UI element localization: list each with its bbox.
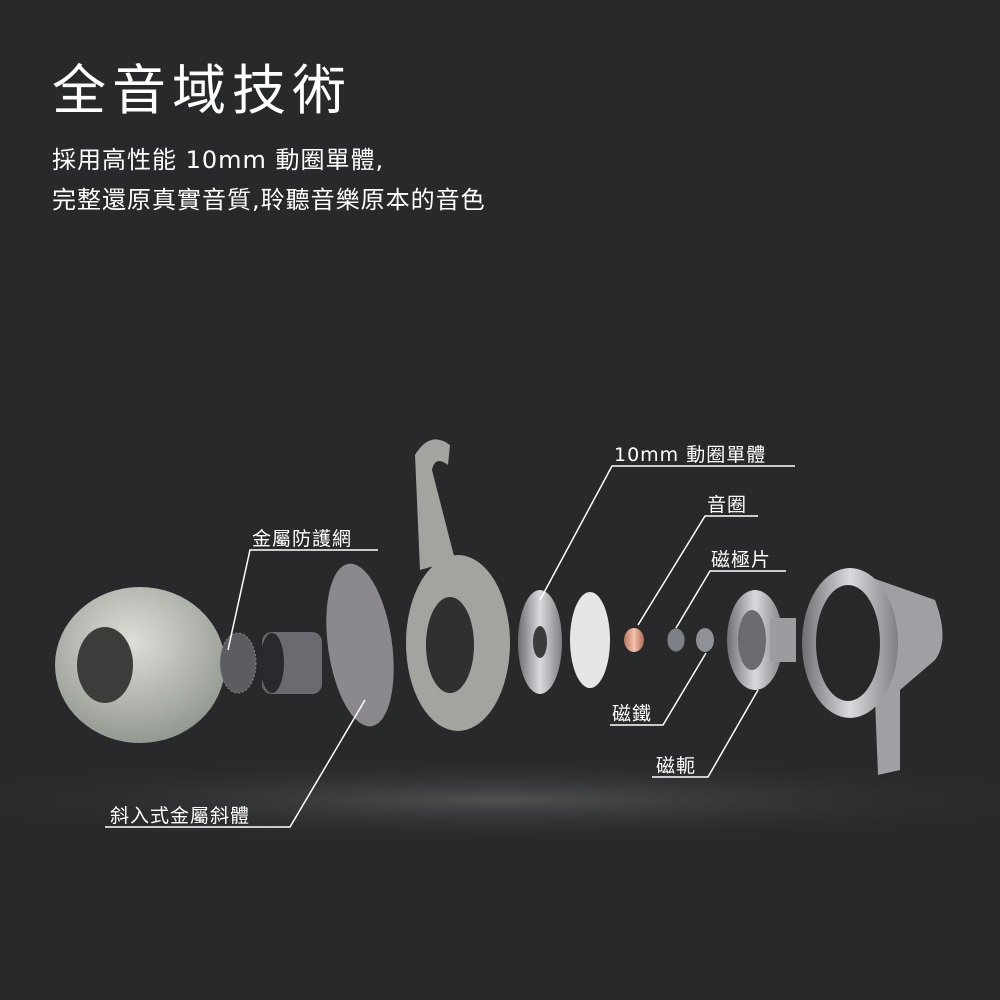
headline: 全音域技術 — [52, 59, 352, 122]
pole-piece-part — [666, 627, 686, 653]
angled-nozzle — [260, 563, 394, 727]
label-magnet: 磁鐵 — [612, 703, 653, 725]
label-yoke: 磁軛 — [656, 755, 697, 777]
voice-coil-part — [624, 628, 644, 652]
label-mesh: 金屬防護網 — [252, 528, 353, 550]
metal-mesh — [219, 632, 257, 694]
label-voice-coil: 音圈 — [707, 494, 748, 516]
description-line-1: 採用高性能 10mm 動圈單體, — [52, 146, 385, 174]
label-body: 斜入式金屬斜體 — [110, 805, 251, 827]
metal-housing — [802, 568, 943, 775]
leader-lines — [105, 465, 795, 828]
label-driver: 10mm 動圈單體 — [614, 444, 767, 466]
yoke-part — [727, 590, 796, 690]
description-line-2: 完整還原真實音質,聆聽音樂原本的音色 — [52, 186, 486, 214]
label-pole-piece: 磁極片 — [711, 549, 772, 571]
ear-hook-shell — [406, 439, 510, 731]
magnet-part — [696, 628, 714, 652]
diaphragm — [570, 592, 610, 688]
driver-disc — [518, 590, 562, 694]
ear-tip — [55, 587, 225, 743]
